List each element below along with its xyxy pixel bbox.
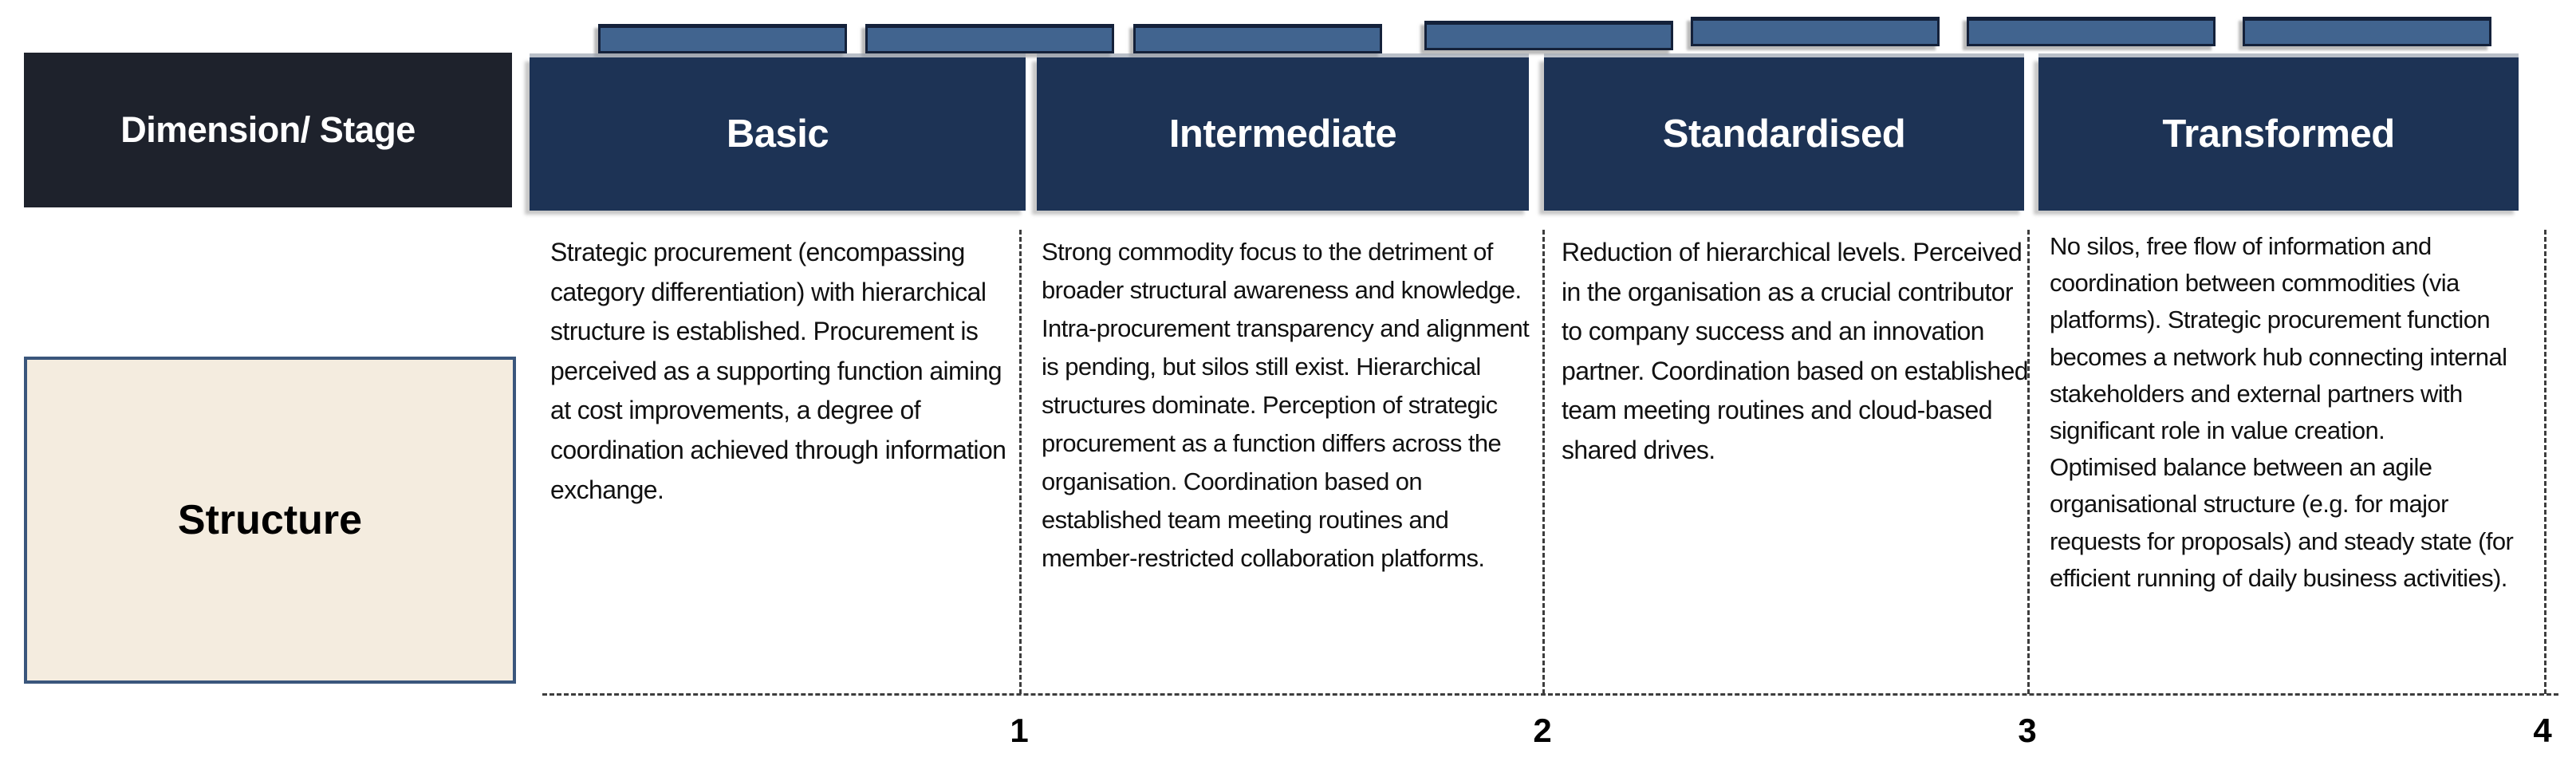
step-bar-6 — [1967, 17, 2216, 46]
stage-header-label: Basic — [726, 112, 829, 156]
stage-header-label: Transformed — [2162, 112, 2395, 156]
stage-header-intermediate: Intermediate — [1037, 57, 1529, 211]
scale-tick-3: 3 — [2018, 712, 2037, 749]
dimension-box-structure: Structure — [24, 357, 516, 684]
column-divider-dashed-line-3 — [2027, 230, 2030, 694]
step-bar-5 — [1691, 17, 1940, 46]
column-divider-dashed-line-4 — [2544, 230, 2546, 694]
corner-header-dimension-stage: Dimension/ Stage — [24, 53, 512, 207]
stage-header-basic: Basic — [530, 57, 1026, 211]
corner-header-label: Dimension/ Stage — [120, 109, 416, 150]
stage-description-transformed: No silos, free flow of information and c… — [2050, 232, 2514, 592]
scale-tick-2: 2 — [1533, 712, 1552, 749]
dimension-label: Structure — [177, 497, 363, 543]
stage-header-label: Intermediate — [1168, 112, 1397, 156]
stage-description-intermediate: Strong commodity focus to the detriment … — [1042, 238, 1530, 573]
step-bar-2 — [865, 24, 1114, 53]
stage-header-transformed: Transformed — [2038, 57, 2519, 211]
step-bar-7 — [2243, 17, 2491, 46]
stage-description-standardised: Reduction of hierarchical levels. Percei… — [1562, 238, 2029, 464]
stage-header-label: Standardised — [1662, 112, 1906, 156]
column-divider-dashed-line-1 — [1019, 230, 1022, 694]
scale-tick-1: 1 — [1010, 712, 1029, 749]
stage-description-basic: Strategic procurement (encompassing cate… — [550, 238, 1006, 504]
stage-header-standardised: Standardised — [1544, 57, 2024, 211]
scale-tick-4: 4 — [2533, 712, 2552, 749]
baseline-dashed-line — [542, 693, 2558, 696]
step-bar-1 — [598, 24, 847, 53]
column-divider-dashed-line-2 — [1542, 230, 1545, 694]
step-bar-4 — [1424, 21, 1673, 50]
step-bar-3 — [1133, 24, 1382, 53]
